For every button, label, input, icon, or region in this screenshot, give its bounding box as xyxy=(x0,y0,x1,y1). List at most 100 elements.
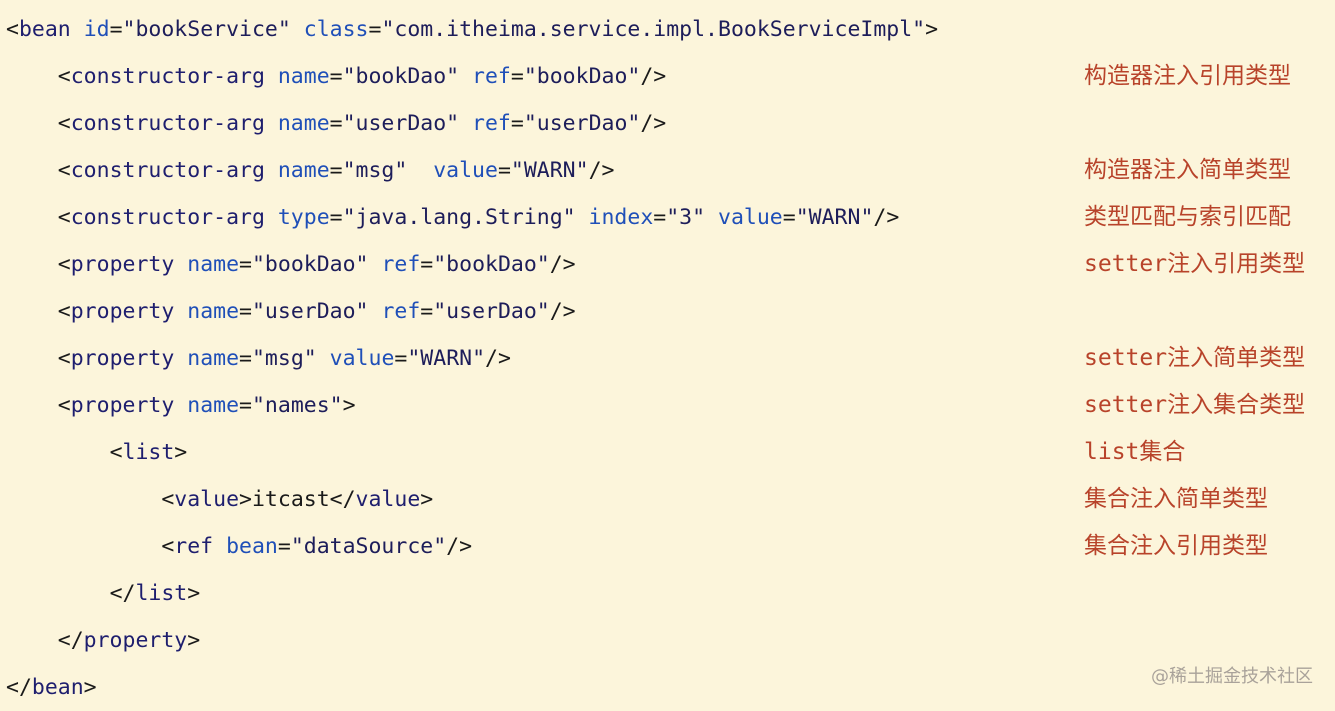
indent xyxy=(6,252,58,277)
code-token-punc: < xyxy=(57,205,71,230)
code-token-val: "WARN" xyxy=(510,158,589,183)
code-token-tag: list xyxy=(135,581,188,606)
code-token-val: "dataSource" xyxy=(290,534,447,559)
code-token-val: "WARN" xyxy=(407,346,486,371)
code-token-punc: < xyxy=(57,346,71,371)
code-line: <property name="msg" value="WARN"/> xyxy=(6,335,511,382)
code-token-punc: = xyxy=(239,299,252,324)
code-token-tag: bean xyxy=(31,675,84,700)
code-line: <list> xyxy=(6,429,188,476)
code-token-punc: /> xyxy=(446,534,473,559)
code-token-punc: < xyxy=(161,534,175,559)
code-token-punc: > xyxy=(174,440,188,465)
code-token-punc xyxy=(368,252,381,277)
code-token-attr: type xyxy=(277,205,330,230)
code-token-punc: = xyxy=(653,205,667,230)
code-token-val: "com.itheima.service.impl.BookServiceImp… xyxy=(381,17,926,42)
indent xyxy=(6,581,110,606)
annotation-note: list集合 xyxy=(1084,439,1186,465)
code-token-punc: = xyxy=(782,205,796,230)
code-token-val: "3" xyxy=(666,205,706,230)
code-token-punc: > xyxy=(187,628,201,653)
indent xyxy=(6,299,58,324)
code-line: </list> xyxy=(6,570,201,617)
code-token-val: "bookDao" xyxy=(433,252,550,277)
code-token-punc: > xyxy=(420,487,434,512)
indent xyxy=(6,64,58,89)
code-token-punc: /> xyxy=(549,252,576,277)
code-token-attr: name xyxy=(187,346,240,371)
code-token-punc: = xyxy=(368,17,382,42)
code-token-punc: < xyxy=(57,393,71,418)
code-token-val: "userDao" xyxy=(342,111,460,136)
code-token-val: "msg" xyxy=(251,346,317,371)
code-token-attr: name xyxy=(277,111,330,136)
code-token-val: "userDao" xyxy=(433,299,550,324)
code-line: <constructor-arg name="userDao" ref="use… xyxy=(6,100,666,147)
code-line: <property name="userDao" ref="userDao"/> xyxy=(6,288,576,335)
code-token-punc: = xyxy=(239,346,252,371)
code-token-tag: property xyxy=(70,393,175,418)
code-token-punc xyxy=(459,64,472,89)
code-token-val: "msg" xyxy=(342,158,408,183)
code-token-tag: list xyxy=(122,440,175,465)
code-token-punc: = xyxy=(329,158,343,183)
indent xyxy=(6,111,58,136)
code-token-punc: = xyxy=(497,158,511,183)
code-token-punc: < xyxy=(109,440,123,465)
code-token-attr: class xyxy=(303,17,369,42)
code-token-punc: /> xyxy=(549,299,576,324)
code-token-tag: value xyxy=(355,487,421,512)
code-token-val: "WARN" xyxy=(795,205,874,230)
code-token-punc: > xyxy=(342,393,356,418)
code-token-punc xyxy=(174,393,187,418)
annotation-note: setter注入集合类型 xyxy=(1084,392,1306,418)
code-token-val: "bookService" xyxy=(122,17,291,42)
code-token-punc: = xyxy=(420,299,434,324)
code-token-attr: bean xyxy=(226,534,278,559)
code-token-punc xyxy=(407,158,433,183)
code-token-punc xyxy=(265,64,278,89)
code-line: <property name="names"> xyxy=(6,382,356,429)
code-token-punc xyxy=(213,534,226,559)
code-token-attr: name xyxy=(277,158,330,183)
code-token-punc: = xyxy=(239,252,252,277)
code-token-punc: </ xyxy=(6,675,32,700)
annotation-note: setter注入简单类型 xyxy=(1084,345,1306,371)
code-token-attr: name xyxy=(187,299,240,324)
code-token-punc xyxy=(71,17,84,42)
code-token-punc xyxy=(576,205,589,230)
code-token-punc: /> xyxy=(588,158,615,183)
code-token-val: "names" xyxy=(251,393,343,418)
annotation-note: 集合注入引用类型 xyxy=(1084,533,1268,559)
code-token-punc: = xyxy=(510,111,524,136)
code-token-punc xyxy=(265,158,278,183)
indent xyxy=(6,487,161,512)
code-token-attr: id xyxy=(83,17,110,42)
code-token-punc xyxy=(174,252,187,277)
code-token-punc xyxy=(459,111,472,136)
code-token-punc xyxy=(174,299,187,324)
code-token-tag: property xyxy=(70,346,175,371)
code-token-punc: </ xyxy=(57,628,84,653)
code-token-val: "userDao" xyxy=(523,111,641,136)
indent xyxy=(6,534,161,559)
code-token-punc: > xyxy=(925,17,939,42)
code-token-punc: > xyxy=(239,487,252,512)
indent xyxy=(6,628,58,653)
code-token-punc xyxy=(705,205,718,230)
indent xyxy=(6,440,110,465)
code-line: </property> xyxy=(6,617,200,664)
code-token-tag: constructor-arg xyxy=(70,158,265,183)
indent xyxy=(6,205,58,230)
code-token-tag: bean xyxy=(18,17,71,42)
code-token-attr: name xyxy=(277,64,330,89)
code-line: <constructor-arg name="bookDao" ref="boo… xyxy=(6,53,666,100)
annotation-note: 构造器注入简单类型 xyxy=(1084,157,1291,183)
code-line: <bean id="bookService" class="com.itheim… xyxy=(6,6,938,53)
code-token-attr: ref xyxy=(472,111,511,136)
code-token-val: "bookDao" xyxy=(523,64,641,89)
code-token-val: "bookDao" xyxy=(251,252,369,277)
code-token-punc xyxy=(174,346,187,371)
